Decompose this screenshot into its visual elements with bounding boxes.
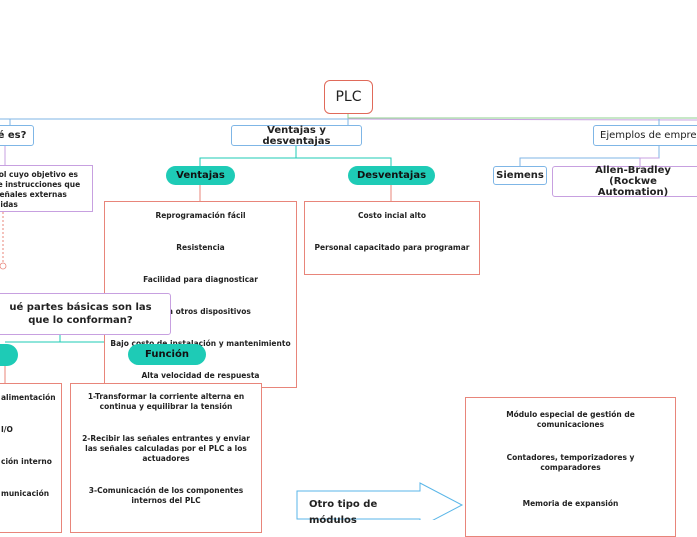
desc-line: señales externas [0,190,67,199]
collapse-handle [0,262,7,270]
list-item: 1-Transformar la corriente alterna en co… [87,392,245,411]
pill-label: Ventajas [176,170,225,181]
topic-label: é es? [0,130,27,141]
topic-label: Ventajas y desventajas [262,124,331,147]
partes-list: alimentación I/O ción interno municación [0,383,62,533]
pill-partes-left[interactable] [0,344,18,366]
ejemplo-siemens[interactable]: Siemens [493,166,547,185]
connector [519,146,660,166]
topic-ejemplos[interactable]: Ejemplos de empres [593,125,697,146]
pill-label: Desventajas [356,170,427,181]
connector [639,157,659,166]
list-item: municación [1,489,50,498]
topic-ventajas-desventajas[interactable]: Ventajas y desventajas [231,124,362,147]
list-item: 2-Recibir las señales entrantes y enviar… [82,434,250,463]
connector [296,157,392,166]
que-es-description[interactable]: rol cuyo objetivo es le instrucciones qu… [0,165,93,212]
arrow-shape [296,482,464,520]
list-item: n con otros dispositivos [150,307,251,316]
list-item: Contadores, temporizadores y comparadore… [506,453,635,472]
list-item: Facilidad para diagnosticar [143,275,258,284]
item-label: Allen-Bradley (Rockwe Automation) [595,165,671,198]
list-item: Módulo especial de gestión de comunicaci… [506,410,635,429]
desc-line: le instrucciones que [0,180,81,189]
list-item: Memoria de expansión [522,499,619,508]
topic-otro-modulos[interactable]: Otro tipo de módulos [297,497,417,526]
list-item: Resistencia [176,243,225,252]
item-label: Siemens [496,170,544,181]
list-item: 3-Comunicación de los componentes intern… [88,486,244,505]
topic-partes[interactable]: ué partes básicas son las que lo conform… [0,293,171,335]
topic-label: Otro tipo de módulos [309,499,378,526]
otros-list: Módulo especial de gestión de comunicaci… [465,397,676,537]
list-item: Costo incial alto [357,211,426,220]
list-item: Reprogramación fácil [155,211,246,220]
connector [0,114,349,120]
list-item: I/O [1,425,13,434]
funcion-list: 1-Transformar la corriente alterna en co… [70,383,262,533]
desc-line: bidas [0,200,18,209]
topic-que-es[interactable]: é es? [0,125,34,146]
list-item: ción interno [1,457,52,466]
topic-label: ué partes básicas son las que lo conform… [9,302,152,326]
ejemplo-allen-bradley[interactable]: Allen-Bradley (Rockwe Automation) [552,165,697,198]
pill-ventajas[interactable]: Ventajas [166,166,235,185]
connector [347,118,697,121]
topic-label: Ejemplos de empres [600,130,697,141]
connector [199,146,297,166]
pill-funcion[interactable]: Función [128,344,206,365]
list-item: Alta velocidad de respuesta [141,371,260,380]
root-node[interactable]: PLC [324,80,373,114]
pill-desventajas[interactable]: Desventajas [348,166,435,185]
desventajas-list: Costo incial alto Personal capacitado pa… [304,201,480,275]
list-item: Bajo costo de instalación y mantenimient… [110,339,291,348]
list-item: Personal capacitado para programar [314,243,470,252]
connector [5,335,61,343]
desc-line: rol cuyo objetivo es [0,170,79,179]
connector [347,114,697,119]
pill-label: Función [145,349,189,360]
root-label: PLC [335,89,362,105]
list-item: alimentación [1,393,56,402]
